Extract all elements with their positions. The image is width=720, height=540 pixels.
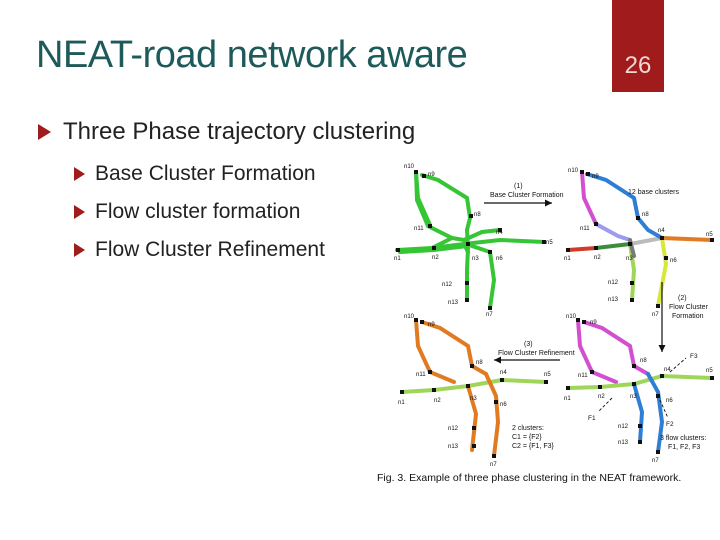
bullet-sub-text: Flow Cluster Refinement (95, 238, 325, 261)
bullet-arrow-icon (38, 124, 51, 140)
node-label: n7 (652, 312, 659, 318)
clustering-figure: n10 n9 n11 n8 n4 n5 n1 n2 n3 n6 n12 n1 3 … (372, 160, 720, 470)
node-label: n6 (496, 256, 503, 262)
clustering-diagram: n10 n9 n11 n8 n4 n5 n1 n2 n3 n6 n12 n1 3 … (394, 164, 714, 468)
refined-label-1: 2 clusters: (512, 425, 544, 432)
node-label: n6 (500, 402, 507, 408)
step2-num: (2) (678, 295, 687, 302)
node-label: n7 (486, 312, 493, 318)
node-label: n13 (448, 300, 459, 306)
node-label: n5 (544, 372, 551, 378)
base-clusters-label: 12 base clusters (628, 189, 679, 196)
node-label: n5 (706, 368, 713, 374)
f1-label: F1 (588, 415, 596, 422)
panel-base-clusters (566, 170, 714, 308)
f3-label: F3 (690, 353, 698, 360)
slide-title: NEAT-road network aware (36, 34, 468, 76)
bullet-arrow-icon (74, 243, 85, 257)
node-label: n4 (658, 228, 665, 234)
node-label: n2 (434, 398, 441, 404)
node-label: n13 (618, 440, 629, 446)
bullet-sub-text: Base Cluster Formation (95, 162, 316, 185)
node-label: n6 (670, 258, 677, 264)
node-label: n8 (474, 212, 481, 218)
node-label: n3 (470, 396, 477, 402)
node-label: n1 (398, 400, 405, 406)
node-label: n1 (564, 396, 571, 402)
node-label: n1 (564, 256, 571, 262)
bullet-main-text: Three Phase trajectory clustering (63, 118, 416, 145)
page-number: 26 (624, 52, 652, 79)
node-label: n3 (472, 256, 479, 262)
refined-label-2: C1 = {F2} (512, 434, 542, 441)
figure-caption: Fig. 3. Example of three phase clusterin… (377, 472, 682, 484)
bullet-sub-3: Flow Cluster Refinement (74, 238, 325, 262)
node-label: n10 (404, 314, 415, 320)
node-label: n9 (428, 172, 435, 178)
node-label: n11 (416, 372, 426, 378)
f2-label: F2 (666, 421, 674, 428)
node-label: n11 (578, 373, 588, 379)
step3-num: (3) (524, 341, 533, 348)
bullet-sub-text: Flow cluster formation (95, 200, 301, 223)
node-label: n4 (500, 370, 507, 376)
node-label: n8 (640, 358, 647, 364)
bullet-sub-2: Flow cluster formation (74, 200, 300, 224)
step1-label: Base Cluster Formation (490, 192, 564, 199)
node-label: n4 (496, 230, 503, 236)
node-label: n12 (442, 282, 453, 288)
node-label: n8 (476, 360, 483, 366)
node-label: n3 (630, 394, 637, 400)
node-label: n5 (706, 232, 713, 238)
panel-flow-clusters (566, 318, 714, 454)
node-label: n10 (568, 168, 579, 174)
node-label: n2 (598, 394, 605, 400)
bullet-arrow-icon (74, 205, 85, 219)
step3-label: Flow Cluster Refinement (498, 350, 575, 357)
flow-clusters-label-2: F1, F2, F3 (668, 444, 700, 451)
node-label: n5 (546, 240, 553, 246)
node-label: n2 (432, 255, 439, 261)
node-label: n6 (666, 398, 673, 404)
panel-raw-nodes (396, 170, 546, 310)
node-label: n9 (592, 174, 599, 180)
node-label: n2 (594, 255, 601, 261)
node-label: n9 (590, 320, 597, 326)
node-label: n12 (448, 426, 459, 432)
node-label: n11 (414, 226, 424, 232)
step2-label-1: Flow Cluster (669, 304, 709, 311)
node-label: n13 (448, 444, 459, 450)
bullet-main: Three Phase trajectory clustering (38, 118, 415, 146)
bullet-sub-1: Base Cluster Formation (74, 162, 316, 186)
node-label: n7 (652, 458, 659, 464)
node-label: n12 (608, 280, 619, 286)
node-label: n10 (404, 164, 415, 170)
node-label: n12 (618, 424, 629, 430)
refined-label-3: C2 = {F1, F3} (512, 443, 554, 450)
node-label: n10 (566, 314, 577, 320)
node-label: n8 (642, 212, 649, 218)
node-label: n1 (394, 256, 401, 262)
node-label: n9 (428, 322, 435, 328)
node-label: n3 (626, 256, 633, 262)
step2-label-2: Formation (672, 313, 704, 320)
flow-clusters-label-1: 3 flow clusters: (660, 435, 706, 442)
node-label: n7 (490, 462, 497, 468)
page-number-box: 26 (612, 0, 664, 92)
step1-num: (1) (514, 183, 523, 190)
node-label: n11 (580, 226, 590, 232)
node-label: n13 (608, 297, 619, 303)
bullet-arrow-icon (74, 167, 85, 181)
node-label: n4 (664, 367, 671, 373)
